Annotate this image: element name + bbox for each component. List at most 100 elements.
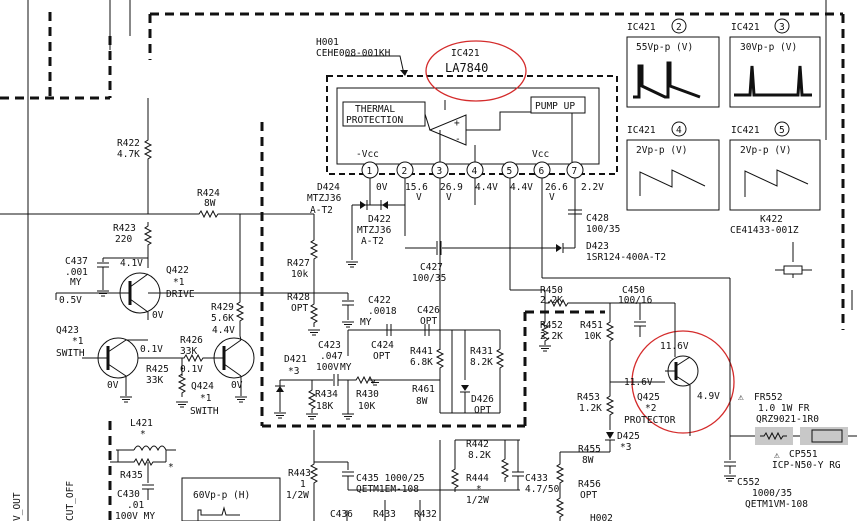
label-r424: R424: [197, 188, 220, 199]
svg-text:MY: MY: [360, 317, 372, 328]
svg-text:2.2K: 2.2K: [540, 295, 563, 306]
svg-text:*1: *1: [72, 336, 84, 347]
label-r450: R450: [540, 285, 563, 296]
waveform-ic421-2: IC421 2 55Vp-p (V): [626, 18, 720, 108]
svg-text:.01: .01: [127, 500, 144, 511]
net-cut-off: CUT_OFF: [65, 481, 76, 521]
label-fr552: FR552: [754, 392, 783, 403]
label-r453: R453: [577, 392, 600, 403]
label-r427: R427: [287, 258, 310, 269]
label-c424: C424: [371, 340, 394, 351]
label-r442: R442: [466, 439, 489, 450]
label-q424: Q424: [191, 381, 214, 392]
svg-text:1.2K: 1.2K: [579, 403, 602, 414]
svg-text:10K: 10K: [358, 401, 375, 412]
label-r429: R429: [211, 302, 234, 313]
svg-text:4.7K: 4.7K: [117, 149, 140, 160]
component-labels: R422 4.7K R424 8W R423 220 C437 .001 MY …: [12, 138, 841, 521]
label-r461: R461: [412, 384, 435, 395]
waveform-ic421-4: IC421 4 2Vp-p (V): [626, 121, 720, 211]
svg-text:*: *: [168, 462, 174, 473]
waveform-ic421-3: IC421 3 30Vp-p (V): [729, 18, 821, 108]
svg-text:4.7/50: 4.7/50: [525, 484, 560, 495]
label-r428: R428: [287, 292, 310, 303]
svg-text:-: -: [455, 134, 461, 145]
svg-text:220: 220: [115, 234, 132, 245]
svg-text:6.8K: 6.8K: [410, 357, 433, 368]
wiring: ⚠ ⚠: [0, 98, 857, 521]
svg-text:30Vp-p (V): 30Vp-p (V): [740, 42, 797, 53]
label-q423: Q423: [56, 325, 79, 336]
net-v-out: V_OUT: [12, 492, 23, 521]
svg-text:1/2W: 1/2W: [286, 490, 309, 501]
svg-text:8W: 8W: [416, 396, 428, 407]
svg-text:OPT: OPT: [373, 351, 390, 362]
svg-text:0.1V: 0.1V: [180, 364, 203, 375]
label-r452: R452: [540, 320, 563, 331]
minus-vcc-label: -Vcc: [356, 149, 379, 160]
pin6-voltage: 26.6: [545, 182, 568, 193]
svg-text:OPT: OPT: [291, 303, 308, 314]
svg-text:V: V: [416, 192, 422, 203]
label-c435: C435 1000/25: [356, 473, 425, 484]
label-d423: D423: [586, 241, 609, 252]
svg-text:SWITH: SWITH: [56, 348, 85, 359]
label-k422: K422: [760, 214, 783, 225]
svg-text:10K: 10K: [584, 331, 601, 342]
label-c552: C552: [737, 477, 760, 488]
thermal-label: THERMAL: [355, 104, 395, 115]
protection-label: PROTECTION: [346, 115, 403, 126]
ic-module-ref: H001: [316, 37, 339, 48]
svg-text:V: V: [446, 192, 452, 203]
svg-text:11.6V: 11.6V: [660, 341, 689, 352]
svg-text:PROTECTOR: PROTECTOR: [624, 415, 676, 426]
svg-text:4.4V: 4.4V: [212, 325, 235, 336]
svg-text:MTZJ36: MTZJ36: [307, 193, 342, 204]
svg-text:0V: 0V: [107, 380, 119, 391]
label-c426: C426: [417, 305, 440, 316]
label-r451: R451: [580, 320, 603, 331]
svg-text:MTZJ36: MTZJ36: [357, 225, 392, 236]
svg-text:5.6K: 5.6K: [211, 313, 234, 324]
label-r455: R455: [578, 444, 601, 455]
pin7-voltage: 2.2V: [581, 182, 604, 193]
svg-text:55Vp-p (V): 55Vp-p (V): [636, 42, 693, 53]
pin1-voltage: 0V: [376, 182, 388, 193]
svg-text:SWITH: SWITH: [190, 406, 219, 417]
svg-text:*1: *1: [173, 277, 185, 288]
svg-text:3: 3: [779, 22, 785, 33]
label-r456: R456: [578, 479, 601, 490]
label-r434: R434: [315, 389, 338, 400]
label-r433: R433: [373, 509, 396, 520]
highlight-ic-part: [425, 40, 527, 102]
label-r422: R422: [117, 138, 140, 149]
svg-text:⚠: ⚠: [738, 392, 744, 403]
svg-text:IC421: IC421: [627, 125, 656, 136]
svg-text:*3: *3: [620, 442, 631, 453]
ic-pin-number: 7: [572, 166, 578, 177]
svg-text:2: 2: [676, 22, 682, 33]
vcc-label: Vcc: [532, 149, 549, 160]
svg-text:8W: 8W: [582, 455, 594, 466]
svg-text:*2: *2: [645, 403, 656, 414]
svg-text:A-T2: A-T2: [310, 205, 333, 216]
label-r435: R435: [120, 470, 143, 481]
ic-ref: IC421: [451, 48, 480, 59]
svg-text:100V MY: 100V MY: [115, 511, 155, 521]
svg-text:1SR124-400A-T2: 1SR124-400A-T2: [586, 252, 666, 263]
svg-text:OPT: OPT: [474, 405, 491, 416]
svg-text:1.0 1W FR: 1.0 1W FR: [758, 403, 810, 414]
svg-text:QETM1EM-108: QETM1EM-108: [356, 484, 419, 495]
svg-text:IC421: IC421: [731, 22, 760, 33]
label-c430: C430: [117, 489, 140, 500]
svg-text:IC421: IC421: [627, 22, 656, 33]
svg-text:100/16: 100/16: [618, 295, 653, 306]
svg-text:ICP-N50-Y RG: ICP-N50-Y RG: [772, 460, 841, 471]
svg-text:10k: 10k: [291, 269, 308, 280]
label-d426: D426: [471, 394, 494, 405]
svg-text:100/35: 100/35: [586, 224, 620, 235]
svg-text:33K: 33K: [180, 346, 197, 357]
pin3-voltage: 26.9: [440, 182, 463, 193]
